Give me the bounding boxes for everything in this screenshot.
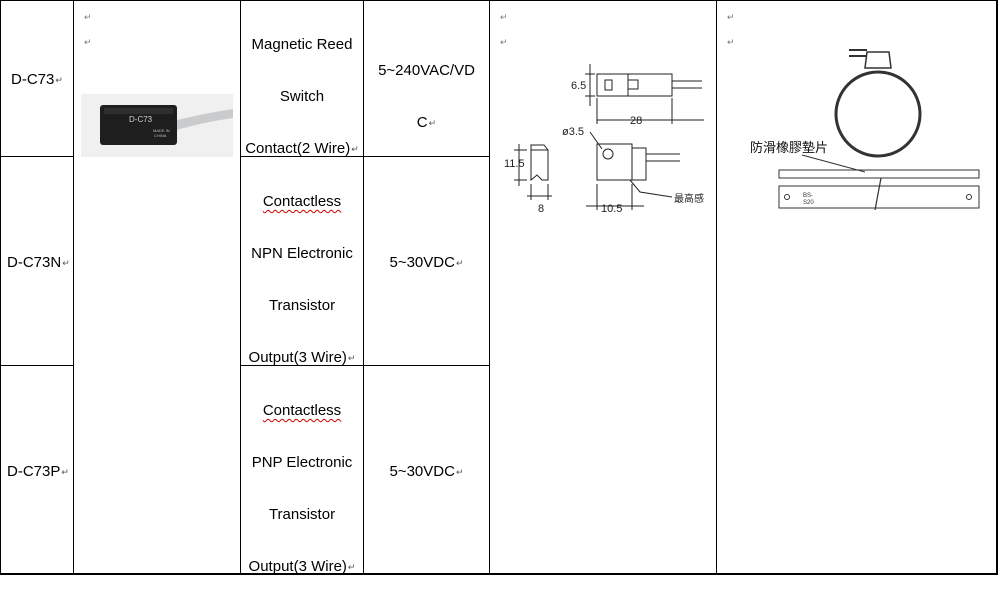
sensor-on-band [864, 51, 892, 69]
sensor-small-print: CHINA [154, 133, 167, 138]
dim-label: 10.5 [601, 203, 622, 215]
contact-line: Output(3 Wire)↵ [248, 558, 356, 575]
contact-cell: Magnetic Reed Switch Contact(2 Wire)↵ [241, 19, 363, 175]
model-text: D-C73P [7, 463, 61, 480]
contact-line: NPN Electronic [251, 245, 353, 262]
paragraph-mark: ↵ [727, 37, 735, 47]
voltage-cell: 5~30VDC↵ [389, 463, 464, 480]
strap-label: BS- [803, 193, 813, 199]
contact-line: Contactless [262, 193, 342, 210]
dim-label: 8 [538, 203, 544, 215]
dim-label: 28 [630, 115, 642, 127]
mounting-band [834, 70, 922, 158]
voltage-cell: 5~30VDC↵ [389, 254, 464, 271]
sensor-photo-graphic: D-C73 MADE IN CHINA [100, 105, 233, 145]
model-cell: D-C73P↵ [7, 463, 69, 480]
sensor-cable [173, 109, 233, 131]
contact-line: Contactless [262, 402, 342, 419]
contact-line: Transistor [268, 506, 336, 523]
voltage-line: 5~30VDC [389, 463, 455, 480]
paragraph-mark: ↵ [500, 12, 508, 22]
model-text: D-C73 [11, 71, 55, 88]
contact-line: Output(3 Wire)↵ [248, 349, 356, 366]
contact-line: PNP Electronic [251, 454, 353, 471]
callout-label: 最高感 [674, 192, 704, 205]
sensor-photo: D-C73 MADE IN CHINA [81, 94, 233, 157]
contact-line: Contact(2 Wire)↵ [245, 140, 359, 157]
sensor-side-outline [530, 144, 549, 182]
model-cell: D-C73↵ [11, 71, 63, 88]
strap-top [778, 169, 980, 179]
voltage-line: 5~30VDC [389, 254, 455, 271]
model-text: D-C73N [7, 254, 62, 271]
model-cell: D-C73N↵ [7, 254, 70, 271]
sensor-top-outline [596, 73, 673, 97]
voltage-cell: 5~240VAC/VD C↵ [364, 45, 489, 149]
sensor-small-print: MADE IN [153, 128, 170, 133]
strap-label: S20 [803, 200, 814, 206]
mounting-hole [602, 148, 614, 160]
contact-cell: Contactless PNP Electronic Transistor Ou… [241, 385, 363, 593]
dimension-drawing: 6.5 28 ø3.5 11.5 8 10.5 最高感 [504, 64, 704, 215]
sensor-top-window [604, 79, 613, 91]
voltage-line: 5~240VAC/VD [378, 62, 475, 79]
contact-line: Switch [279, 88, 325, 105]
paragraph-mark: ↵ [727, 12, 735, 22]
dim-label: 11.5 [504, 158, 525, 170]
sensor-label: D-C73 [129, 115, 153, 124]
band-drawing: 防滑橡膠墊片 BS- S20 [750, 49, 980, 211]
contact-line: Transistor [268, 297, 336, 314]
document-page: { "table": { "rows": [ { "model": "D-C73… [0, 0, 998, 577]
voltage-line: C↵ [416, 114, 437, 131]
dim-label: 6.5 [571, 80, 586, 92]
paragraph-mark: ↵ [500, 37, 508, 47]
sensor-front-outline [596, 143, 633, 181]
contact-cell: Contactless NPN Electronic Transistor Ou… [241, 176, 363, 384]
sensor-body [100, 105, 177, 145]
paragraph-mark: ↵ [84, 37, 92, 47]
contact-line: Magnetic Reed [251, 36, 353, 53]
paragraph-mark: ↵ [84, 12, 92, 22]
callout-label: 防滑橡膠墊片 [750, 140, 828, 155]
dim-label: ø3.5 [562, 126, 584, 138]
